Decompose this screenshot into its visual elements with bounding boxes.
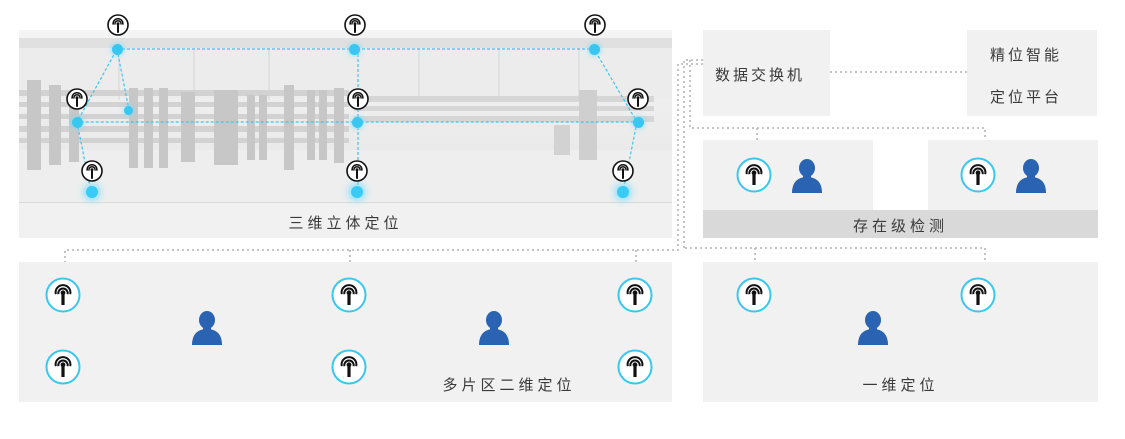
wireless-beacon-icon xyxy=(45,277,81,313)
presence-detection-label: 存在级检测 xyxy=(852,217,948,235)
person-icon xyxy=(190,310,224,346)
wireless-beacon-icon xyxy=(331,277,367,313)
person-icon xyxy=(856,310,890,346)
wireless-beacon-icon xyxy=(346,160,368,182)
platform-label-line2: 定位平台 xyxy=(990,88,1063,106)
wireless-beacon-icon xyxy=(331,349,367,385)
wireless-beacon-icon xyxy=(344,14,366,36)
anchor-glow xyxy=(86,186,98,198)
presence-left-box xyxy=(703,140,873,210)
wireless-beacon-icon xyxy=(45,349,81,385)
wireless-beacon-icon xyxy=(960,277,996,313)
platform-label-line1: 精位智能 xyxy=(990,46,1063,64)
wireless-beacon-icon xyxy=(617,277,653,313)
anchor-glow xyxy=(351,186,363,198)
person-icon xyxy=(1014,158,1048,194)
anchor-dot xyxy=(124,106,133,115)
wireless-beacon-icon xyxy=(107,14,129,36)
presence-right-box xyxy=(928,140,1098,210)
wireless-beacon-icon xyxy=(736,277,772,313)
wireless-beacon-icon xyxy=(736,157,772,193)
anchor-dot xyxy=(352,117,363,128)
three-d-positioning-label: 三维立体定位 xyxy=(288,214,403,232)
wireless-beacon-icon xyxy=(347,88,369,110)
anchor-dot xyxy=(633,117,644,128)
anchor-dot xyxy=(589,44,600,55)
anchor-dot xyxy=(72,117,83,128)
two-d-positioning-panel: 多片区二维定位 xyxy=(19,262,672,402)
anchor-glow xyxy=(617,186,629,198)
one-d-positioning-label: 一维定位 xyxy=(862,376,939,394)
wireless-beacon-icon xyxy=(81,160,103,182)
positioning-platform-node: 精位智能 定位平台 xyxy=(967,30,1097,116)
person-icon xyxy=(477,310,511,346)
two-d-positioning-label: 多片区二维定位 xyxy=(442,376,576,394)
one-d-positioning-panel: 一维定位 xyxy=(703,262,1098,402)
data-switch-label: 数据交换机 xyxy=(715,66,806,84)
person-icon xyxy=(790,158,824,194)
wireless-beacon-icon xyxy=(612,160,634,182)
wireless-beacon-icon xyxy=(960,157,996,193)
three-d-positioning-panel: 三维立体定位 xyxy=(19,30,672,238)
wireless-beacon-icon xyxy=(627,88,649,110)
anchor-dot xyxy=(112,44,123,55)
wireless-beacon-icon xyxy=(617,349,653,385)
wireless-beacon-icon xyxy=(66,88,88,110)
data-switch-node: 数据交换机 xyxy=(703,30,830,116)
wireless-beacon-icon xyxy=(584,14,606,36)
presence-detection-bar: 存在级检测 xyxy=(703,210,1098,238)
anchor-dot xyxy=(349,44,360,55)
